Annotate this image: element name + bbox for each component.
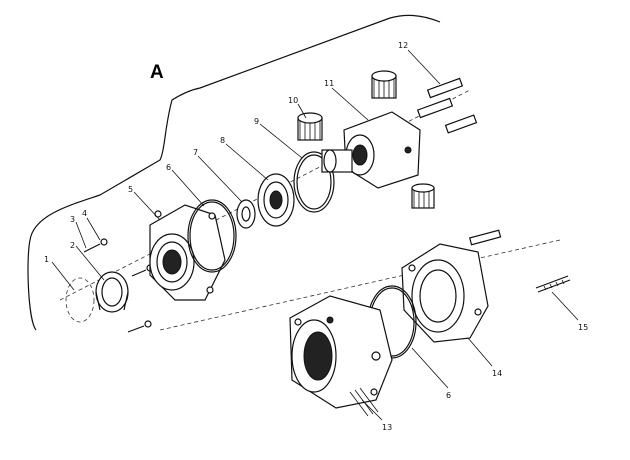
callout-7: 7 xyxy=(193,148,198,157)
part-9-snapring xyxy=(293,151,335,213)
part-lower-bolt xyxy=(127,320,152,333)
part-6-oring-upper-inner xyxy=(189,201,235,271)
callout-6b: 6 xyxy=(446,391,451,400)
part-14-flange xyxy=(401,243,489,343)
part-2-ring xyxy=(95,271,129,313)
callout-15: 15 xyxy=(578,323,588,332)
leader-10 xyxy=(297,103,307,119)
part-10-gear xyxy=(297,112,323,141)
part-12-pins xyxy=(416,77,478,134)
leader-6a xyxy=(171,169,205,207)
callout-5: 5 xyxy=(128,185,133,194)
leader-2 xyxy=(75,245,105,281)
part-8-bearing xyxy=(257,173,295,227)
group-a-label: A xyxy=(150,62,164,83)
leader-15 xyxy=(551,291,579,321)
part-6-oring-upper xyxy=(187,199,237,273)
group-a-bracket xyxy=(27,14,441,331)
leader-12 xyxy=(407,49,441,85)
part-lower-gear xyxy=(411,183,435,209)
callout-4: 4 xyxy=(82,209,87,218)
callout-8: 8 xyxy=(220,136,225,145)
callout-11: 11 xyxy=(324,79,334,88)
part-top-gear xyxy=(371,70,397,99)
part-9-snapring-inner xyxy=(296,154,332,210)
leader-1 xyxy=(51,261,75,291)
callout-12: 12 xyxy=(398,41,408,50)
leader-13 xyxy=(361,399,383,421)
part-3-bolt xyxy=(83,238,108,253)
leader-9 xyxy=(259,123,303,159)
callout-3: 3 xyxy=(70,215,75,224)
part-11-carrier xyxy=(321,111,421,189)
callout-2: 2 xyxy=(70,241,75,250)
part-13-housing xyxy=(289,295,393,417)
part-5-cover xyxy=(149,204,226,301)
callout-6a: 6 xyxy=(166,163,171,172)
leader-5 xyxy=(133,191,161,221)
part-1-seal xyxy=(65,277,95,323)
part-7-washer xyxy=(236,199,256,229)
leader-3 xyxy=(75,221,87,249)
callout-13: 13 xyxy=(382,423,392,432)
leader-8 xyxy=(225,143,269,181)
callout-14: 14 xyxy=(492,369,502,378)
callout-9: 9 xyxy=(254,117,259,126)
leader-6b xyxy=(411,347,449,389)
leader-7 xyxy=(197,155,243,203)
part-bolt-upper-right xyxy=(468,229,502,246)
callout-1: 1 xyxy=(44,255,49,264)
leader-14 xyxy=(467,337,493,367)
centerline-lower xyxy=(159,239,561,331)
leader-4 xyxy=(86,217,101,241)
part-15-stud xyxy=(535,275,571,293)
callout-10: 10 xyxy=(288,96,298,105)
leader-11 xyxy=(331,87,369,121)
